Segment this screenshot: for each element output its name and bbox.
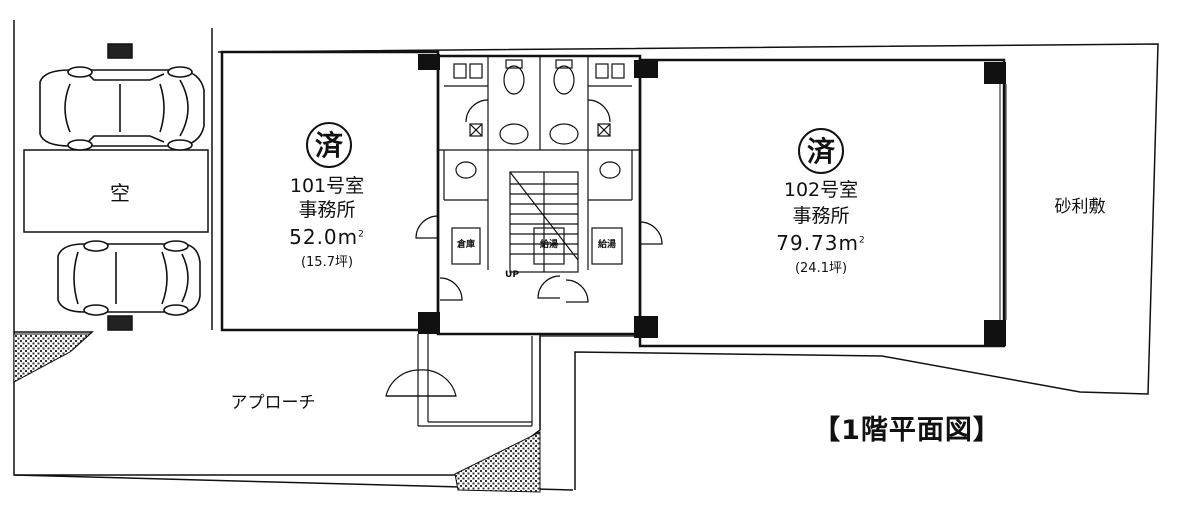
room-102-area: 79.73m2: [756, 232, 886, 254]
room-102-area-unit: 2: [859, 235, 866, 246]
planting-area-bottom: [454, 431, 541, 493]
site-right-boundary: [217, 43, 1159, 490]
room-102-number: 102号室: [783, 179, 859, 201]
gravel-label: 砂利敷: [1054, 197, 1106, 217]
parking-space-empty: [23, 149, 209, 233]
room-101-number: 101号室: [289, 175, 365, 197]
room-101-status-badge: 済: [306, 122, 352, 168]
room-101-tsubo: (15.7坪): [300, 255, 354, 270]
floor-plan-title: 【1階平面図】: [813, 415, 1001, 446]
room-101-area-unit: 2: [358, 229, 365, 240]
room-102-use: 事務所: [792, 205, 850, 227]
room-102-walls: [638, 58, 1006, 348]
room-101-use: 事務所: [298, 199, 356, 221]
car-bottom: [57, 240, 201, 316]
stairs-up-label: UP: [505, 270, 519, 280]
room-102-tsubo: (24.1坪): [794, 261, 848, 276]
room-102-area-value: 79.73m: [776, 231, 859, 255]
room-101-area-value: 52.0m: [289, 225, 359, 249]
parking-post-bottom: [107, 315, 133, 331]
storage-left-label: 倉庫: [456, 240, 475, 250]
car-top: [39, 66, 205, 151]
approach-label: アプローチ: [230, 393, 316, 413]
storage-right-label: 給湯: [597, 240, 616, 250]
planting-area-left: [13, 333, 92, 383]
columns: [418, 54, 1006, 346]
room-101-area: 52.0m2: [262, 226, 392, 248]
parking-empty-label: 空: [110, 181, 130, 205]
parking-post-top: [107, 43, 133, 59]
room-102-status-badge: 済: [798, 128, 844, 174]
core-walls: [436, 54, 642, 336]
storage-mid-label: 給湯: [539, 240, 558, 250]
